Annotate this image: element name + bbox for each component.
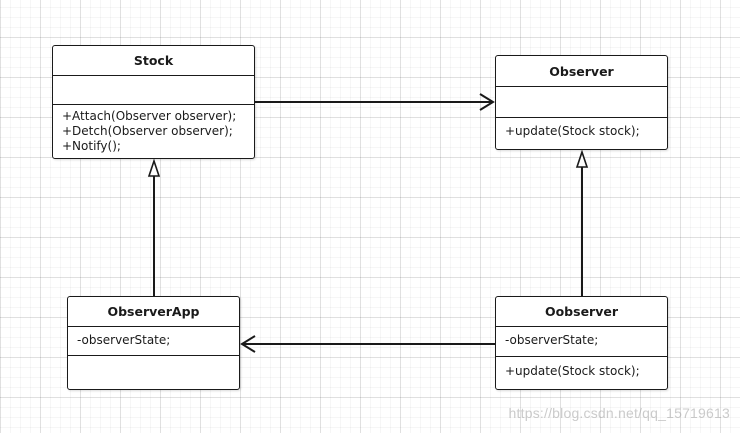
class-stock-method: +Attach(Observer observer);: [62, 109, 237, 123]
edge-oobserver-to-observerapp: [240, 335, 495, 353]
class-stock[interactable]: Stock +Attach(Observer observer); +Detch…: [52, 45, 255, 159]
class-stock-methods: +Attach(Observer observer); +Detch(Obser…: [53, 104, 254, 158]
class-oobserver-name: Oobserver: [496, 297, 667, 327]
class-oobserver-methods: +update(Stock stock);: [496, 356, 667, 383]
edge-oobserver-to-observer: [575, 149, 589, 296]
class-stock-method: +Notify();: [62, 139, 121, 153]
class-observerapp-attributes: -observerState;: [68, 327, 239, 355]
class-observerapp-methods: [68, 355, 239, 364]
class-observerapp[interactable]: ObserverApp -observerState;: [67, 296, 240, 390]
class-stock-attributes: [53, 76, 254, 104]
class-observer-attributes: [496, 87, 667, 117]
class-oobserver-attributes: -observerState;: [496, 327, 667, 356]
class-stock-method: +Detch(Observer observer);: [62, 124, 233, 138]
class-oobserver-attribute: -observerState;: [505, 333, 599, 347]
class-observerapp-attribute: -observerState;: [77, 333, 171, 347]
class-observerapp-name: ObserverApp: [68, 297, 239, 327]
class-observer-name: Observer: [496, 56, 667, 87]
edge-stock-to-observer: [255, 93, 495, 111]
watermark-text: https://blog.csdn.net/qq_15719613: [508, 405, 730, 421]
class-observer-methods: +update(Stock stock);: [496, 117, 667, 143]
class-observer-method: +update(Stock stock);: [505, 124, 640, 138]
edge-observerapp-to-stock: [147, 158, 161, 296]
class-oobserver[interactable]: Oobserver -observerState; +update(Stock …: [495, 296, 668, 390]
class-stock-name: Stock: [53, 46, 254, 76]
class-oobserver-method: +update(Stock stock);: [505, 364, 640, 378]
class-observer[interactable]: Observer +update(Stock stock);: [495, 55, 668, 150]
